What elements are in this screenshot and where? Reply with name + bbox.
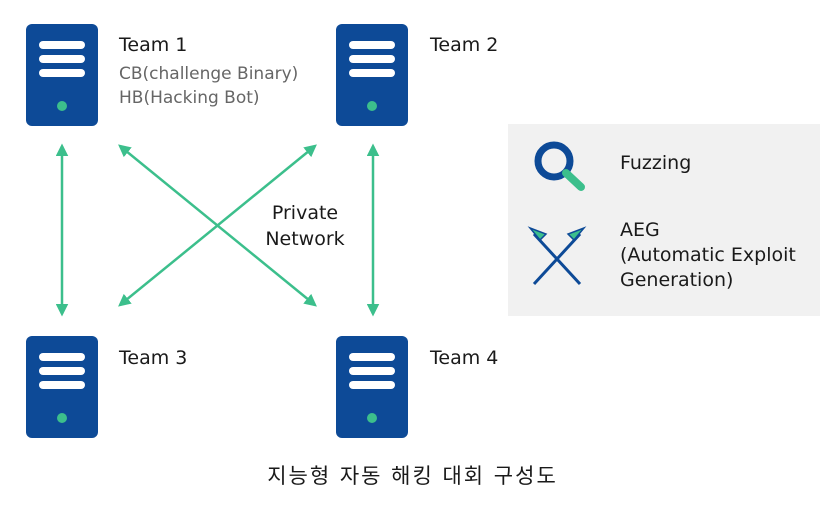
legend-panel: Fuzzing AEG (Automatic Exploit Generatio… bbox=[508, 124, 820, 316]
team3-label: Team 3 bbox=[119, 347, 188, 369]
team4-label: Team 4 bbox=[430, 347, 499, 369]
legend-aeg-line2: (Automatic Exploit bbox=[620, 244, 796, 266]
server-icon-team4 bbox=[336, 336, 408, 438]
diagram-caption: 지능형 자동 해킹 대회 구성도 bbox=[267, 464, 558, 488]
server-icon-team2 bbox=[336, 24, 408, 126]
server-icon-team1 bbox=[26, 24, 98, 126]
server-icon-team3 bbox=[26, 336, 98, 438]
crossed-arrows-icon bbox=[527, 226, 587, 286]
legend-aeg-line3: Generation) bbox=[620, 269, 734, 291]
legend-fuzzing-label: Fuzzing bbox=[620, 152, 692, 174]
network-label-line1: Private bbox=[271, 202, 339, 224]
legend-aeg-line1: AEG bbox=[620, 219, 660, 241]
team1-detail-hb: HB(Hacking Bot) bbox=[119, 88, 260, 108]
team2-label: Team 2 bbox=[430, 34, 499, 56]
magnifier-icon bbox=[534, 141, 585, 191]
private-network-label: Private Network bbox=[255, 200, 355, 252]
team1-detail-cb: CB(challenge Binary) bbox=[119, 64, 299, 84]
legend-aeg-label: AEG (Automatic Exploit Generation) bbox=[620, 218, 796, 293]
network-label-line2: Network bbox=[265, 228, 345, 250]
team1-label: Team 1 bbox=[119, 34, 188, 56]
arrow-team2-team3 bbox=[118, 144, 317, 307]
